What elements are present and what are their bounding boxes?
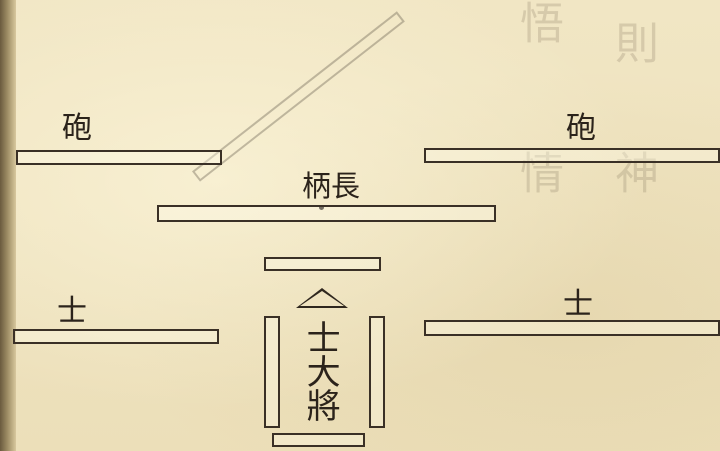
rear-guard-bar xyxy=(272,433,365,447)
shi-left-bar xyxy=(13,329,219,344)
diagonal-pole-bleed xyxy=(191,11,405,182)
pao-right-label: 砲 xyxy=(566,111,596,146)
shi-right-bar xyxy=(424,320,720,336)
dajiang-label: 士大將 xyxy=(300,320,341,422)
book-binding-edge xyxy=(0,0,16,451)
general-left-flank-bar xyxy=(264,316,280,428)
changbing-label: 柄長 xyxy=(302,169,361,203)
bleed-through-text: 情 xyxy=(512,150,563,200)
bleed-through-text: 悟 xyxy=(512,0,563,50)
pao-left-label: 砲 xyxy=(62,111,92,146)
bleed-through-text: 則 xyxy=(607,20,658,70)
general-right-flank-bar xyxy=(369,316,385,428)
pao-left-bar xyxy=(16,150,222,165)
pao-right-bar xyxy=(424,148,720,163)
shi-left-label: 士 xyxy=(57,294,87,329)
bleed-through-text: 神 xyxy=(607,150,658,200)
center-dot xyxy=(319,205,324,210)
front-guard-bar xyxy=(264,257,381,271)
shi-right-label: 士 xyxy=(563,287,593,322)
changbing-bar xyxy=(157,205,496,222)
triangle-marker-icon xyxy=(296,288,348,308)
